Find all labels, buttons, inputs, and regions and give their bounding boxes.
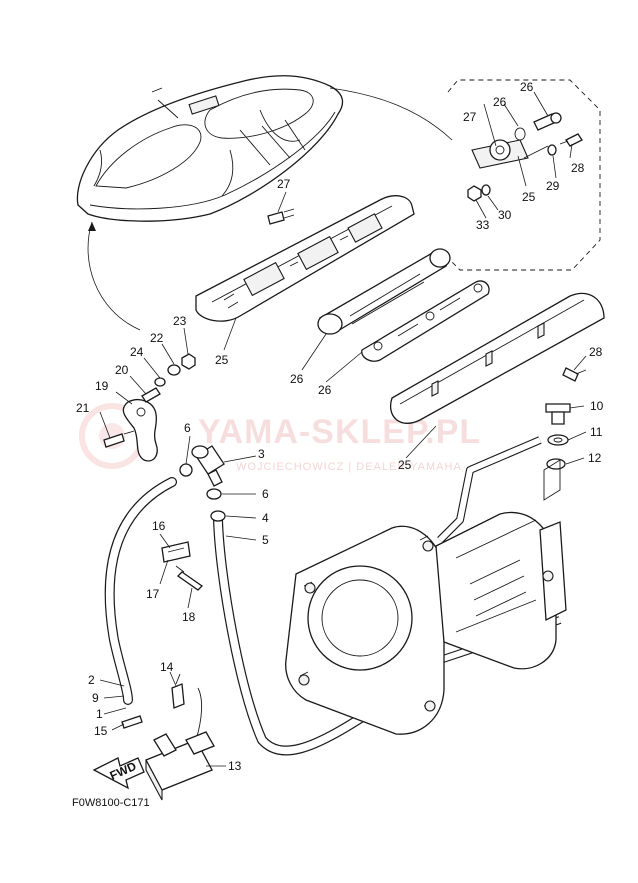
pn-label-22: 24	[130, 345, 144, 359]
part-number-labels: 24 25 26 26 25 28 10 11 12 23 22 24 20 1…	[76, 314, 604, 773]
num-26-top: 27	[277, 177, 291, 191]
detail-box-outline	[447, 79, 601, 271]
pn-label-8: 10	[590, 399, 604, 413]
drawing-code: F0W8100-C171	[72, 797, 150, 809]
part-29-oring	[514, 127, 526, 141]
pn-label-23: 25	[398, 458, 412, 472]
part-33-nut	[467, 185, 482, 202]
watercraft-illustration	[76, 75, 344, 222]
callout-31: 28	[571, 161, 585, 175]
leader-lines	[99, 91, 587, 767]
callout-30: 27	[463, 110, 477, 124]
pn-label-20: 22	[150, 331, 164, 345]
pn-label-14: 16	[152, 519, 166, 533]
pn-label-3: 3	[258, 447, 265, 461]
pn-label-15: 17	[146, 587, 160, 601]
callout-29: 26	[493, 95, 507, 109]
hose-4-5	[210, 510, 375, 756]
watermark: YAMA-SKLEP.PL WOJCIECHOWICZ | DEALER YAM…	[79, 403, 481, 473]
pn-label-12: 14	[160, 660, 174, 674]
callout-set: 27 25	[277, 177, 291, 191]
detail-parts	[467, 112, 583, 202]
callout-32-a: 29	[546, 179, 560, 193]
pn-label-25b: 26	[318, 383, 332, 397]
pn-label-11: 13	[228, 759, 242, 773]
callout-33: 33	[476, 218, 490, 232]
pn-label-17: 19	[95, 379, 109, 393]
parts-11-12-13	[121, 673, 215, 801]
part-25-mount-rails	[317, 248, 490, 362]
parts-14-15-16	[161, 541, 204, 591]
pn-label-1: 1	[96, 707, 103, 721]
pointer-curve-right	[329, 87, 453, 141]
pn-label-18: 20	[115, 363, 129, 377]
pn-label-6b: 6	[262, 487, 269, 501]
valve-and-clamps	[179, 445, 225, 500]
parts-8-9-10-plug	[543, 403, 571, 501]
part-31-bolt	[565, 133, 583, 147]
pn-label-5: 5	[262, 533, 269, 547]
hose-2	[104, 477, 177, 705]
pn-label-19: 21	[76, 401, 90, 415]
part-32-washer-a	[547, 144, 557, 156]
pn-label-16: 18	[182, 610, 196, 624]
fwd-arrow: FWD	[92, 757, 145, 790]
jet-pump-assembly	[285, 436, 567, 735]
callout-27: 25	[522, 190, 536, 204]
pn-label-10: 12	[588, 451, 602, 465]
part-32-washer-b	[481, 184, 491, 196]
pn-label-4: 4	[262, 511, 269, 525]
callout-labels: 26 26 27 28 29 25 30 33 26 27 28 27 27 2…	[463, 80, 585, 232]
pn-label-9: 11	[590, 425, 603, 439]
part-24-duct-plate	[195, 195, 415, 322]
pointer-curve-left	[87, 221, 141, 331]
pn-label-2: 2	[88, 673, 95, 687]
pn-label-25a: 26	[290, 372, 304, 386]
callout-32-b: 30	[498, 208, 512, 222]
left-bracket-assembly	[103, 353, 196, 462]
pn-label-13: 15	[94, 724, 108, 738]
watermark-tagline: WOJCIECHOWICZ | DEALER YAMAHA	[236, 461, 462, 473]
part-26-bolt-top	[267, 208, 295, 225]
watermark-brand: YAMA-SKLEP.PL	[198, 413, 481, 451]
pn-label-24: 25	[215, 353, 229, 367]
pointer-arrowhead-left	[88, 222, 96, 231]
part-27-gasket	[523, 145, 549, 159]
part-23-side-panel	[390, 292, 605, 424]
pn-label-7: 9	[92, 691, 99, 705]
callout-28: 26	[520, 80, 534, 94]
pn-label-26b: 28	[589, 345, 603, 359]
pn-label-21: 23	[173, 314, 187, 328]
pn-label-6a: 6	[184, 421, 191, 435]
part-26-bolt-right	[562, 367, 587, 382]
